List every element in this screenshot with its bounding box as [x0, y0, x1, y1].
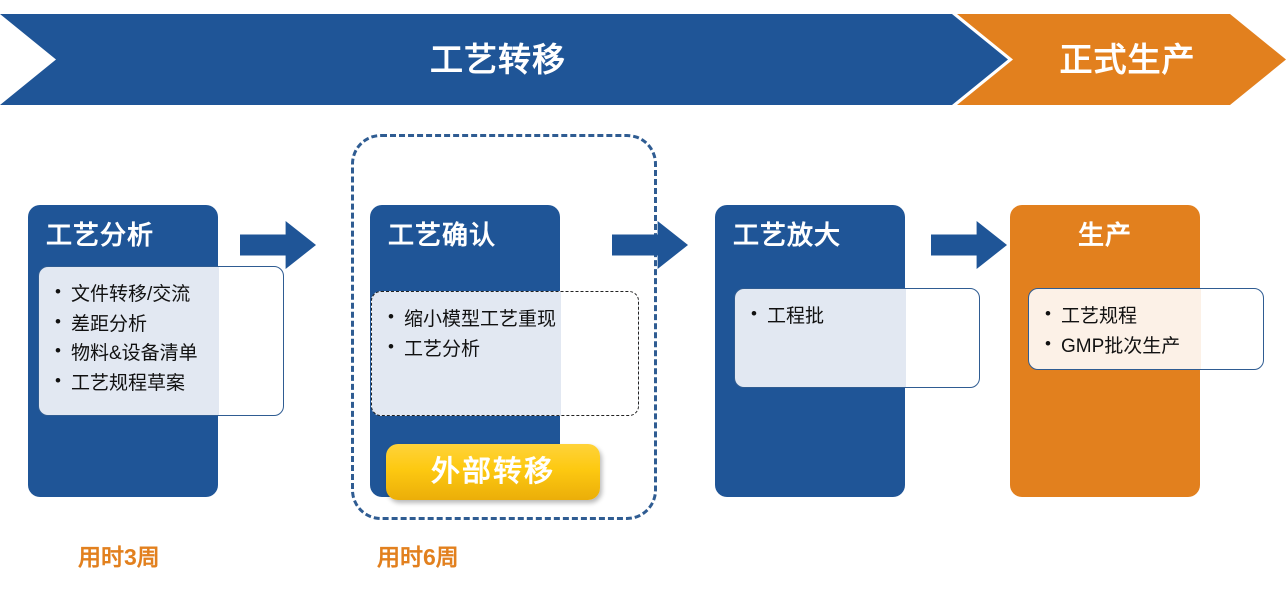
- flow-arrow-right-icon-1: [240, 221, 316, 269]
- duration-label-stage-2: 用时6周: [377, 544, 459, 570]
- banner-chevron-label-formal-production: 正式生产: [1059, 41, 1196, 78]
- stage-title-production: 生产: [1077, 220, 1132, 250]
- external-transfer-badge-label: 外部转移: [430, 455, 555, 488]
- list-item: 工程批: [751, 302, 969, 331]
- stage-title-process-confirmation: 工艺确认: [388, 220, 497, 250]
- list-item: 物料&设备清单: [55, 339, 273, 368]
- stage-bullets-process-confirmation: 缩小模型工艺重现 工艺分析: [371, 291, 639, 416]
- stage-title-process-analysis: 工艺分析: [46, 220, 155, 250]
- list-item: 工艺规程: [1045, 302, 1253, 331]
- duration-label-stage-1: 用时3周: [78, 544, 160, 570]
- external-transfer-badge[interactable]: 外部转移: [386, 444, 600, 500]
- phase-banner: 工艺转移 正式生产: [0, 14, 1286, 105]
- list-item: 文件转移/交流: [55, 280, 273, 309]
- banner-chevron-process-transfer: 工艺转移: [0, 14, 1008, 105]
- list-item: 工艺规程草案: [55, 369, 273, 398]
- list-item: 工艺分析: [388, 335, 628, 364]
- flow-arrow-right-icon-3: [931, 221, 1007, 269]
- stage-bullets-process-analysis: 文件转移/交流 差距分析 物料&设备清单 工艺规程草案: [38, 266, 284, 416]
- dashed-highlight-group: [351, 134, 657, 520]
- list-item: 差距分析: [55, 310, 273, 339]
- list-item: 缩小模型工艺重现: [388, 305, 628, 334]
- stage-bullets-production: 工艺规程 GMP批次生产: [1028, 288, 1264, 370]
- banner-chevron-label-process-transfer: 工艺转移: [430, 41, 566, 78]
- stage-bullets-process-scale-up: 工程批: [734, 288, 980, 388]
- list-item: GMP批次生产: [1045, 332, 1253, 361]
- stage-title-process-scale-up: 工艺放大: [733, 220, 842, 250]
